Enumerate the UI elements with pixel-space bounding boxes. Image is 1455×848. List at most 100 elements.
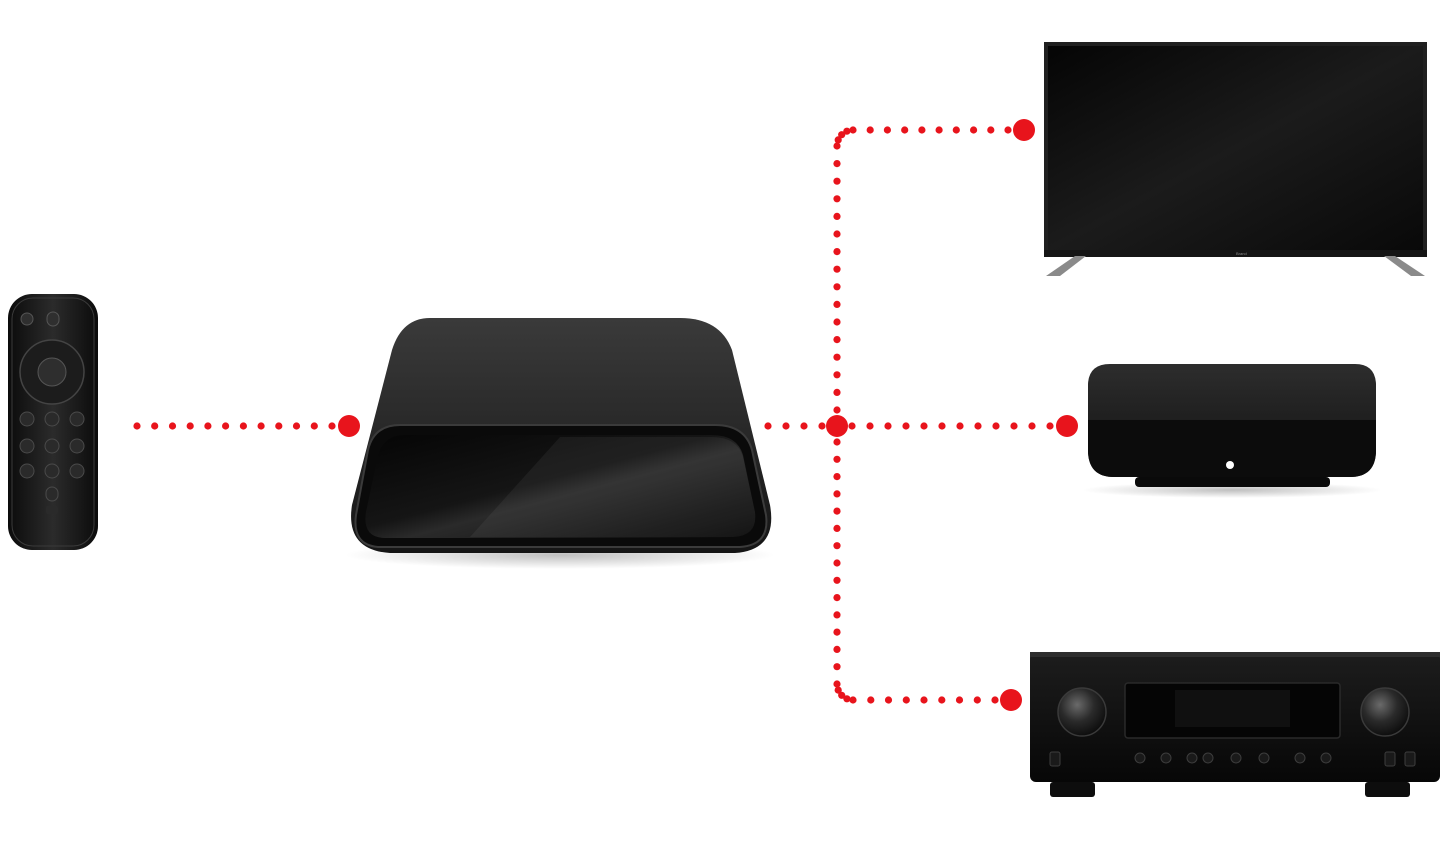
hub-icon <box>345 318 775 569</box>
connection-dot <box>833 542 841 550</box>
endpoint-junction <box>826 415 848 437</box>
connection-dot <box>275 422 283 430</box>
connection-dot <box>133 422 141 430</box>
connection-dot <box>833 524 841 533</box>
connection-dot <box>310 422 318 430</box>
connection-dot <box>833 455 841 463</box>
connection-dot <box>991 696 999 704</box>
connection-dot <box>833 406 841 414</box>
connection-dot <box>1004 126 1012 134</box>
connection-dot <box>833 594 841 602</box>
connection-dot <box>239 422 247 430</box>
connection-dot <box>970 126 978 134</box>
tv-icon: Brand <box>1044 42 1427 276</box>
connection-dot <box>328 422 336 430</box>
connection-dot <box>833 336 841 344</box>
connection-dot <box>833 507 841 515</box>
connection-dot <box>849 696 857 704</box>
connection-dot <box>987 126 995 134</box>
connection-endpoints <box>338 119 1078 711</box>
receiver-icon <box>1030 652 1440 797</box>
connection-dot <box>838 691 846 699</box>
volume-knob-icon <box>1057 687 1107 737</box>
connection-dot <box>935 126 943 134</box>
connection-dot <box>843 127 851 135</box>
endpoint-streaming-box <box>1056 415 1078 437</box>
connection-dot <box>938 422 946 430</box>
connection-dot <box>204 422 212 430</box>
connection-dot <box>974 422 982 430</box>
connection-dot <box>833 265 841 273</box>
connection-dot <box>1046 422 1054 430</box>
tv-brand-label: Brand <box>1236 251 1247 256</box>
connection-dot <box>883 126 892 134</box>
connection-dot <box>1028 422 1036 430</box>
connection-dot <box>992 422 1000 430</box>
connection-dot <box>834 686 842 694</box>
connection-dot <box>222 422 230 430</box>
connection-dot <box>955 696 964 704</box>
connection-dot <box>833 473 841 481</box>
endpoint-tv <box>1013 119 1035 141</box>
selector-knob-icon <box>1360 687 1410 737</box>
connection-dot <box>866 422 874 430</box>
connection-dot <box>833 438 841 446</box>
connection-dot <box>918 126 926 134</box>
connection-dot <box>867 696 875 704</box>
connection-dot <box>833 177 841 185</box>
connection-dot <box>833 142 841 150</box>
connection-dot <box>782 422 790 430</box>
connection-dot <box>168 422 177 430</box>
connection-dot <box>920 422 928 430</box>
connection-dot <box>151 422 159 430</box>
connection-dot <box>833 318 841 326</box>
connection-dot <box>902 696 910 704</box>
connection-dot <box>833 559 841 567</box>
connection-dot <box>833 300 841 308</box>
connection-dot <box>973 696 981 704</box>
connection-dot <box>833 680 841 688</box>
connection-dot <box>938 696 946 704</box>
connection-dot <box>834 136 842 144</box>
connection-dot <box>884 696 893 704</box>
remote-icon <box>8 294 98 550</box>
connection-dot <box>833 490 841 498</box>
connection-dot <box>952 126 960 134</box>
connection-dot <box>866 126 874 134</box>
connection-dot <box>833 212 841 220</box>
connection-dot <box>186 422 194 430</box>
connection-lines <box>133 126 1054 704</box>
connection-dot <box>833 230 841 238</box>
connection-dot <box>833 248 841 256</box>
connection-dot <box>848 422 856 430</box>
connection-dot <box>901 126 909 134</box>
connection-dot <box>838 131 846 139</box>
connection-dot <box>833 283 841 291</box>
connection-dot <box>257 422 265 430</box>
status-light-icon <box>1226 461 1234 469</box>
endpoint-hub-in <box>338 415 360 437</box>
connection-dot <box>833 388 841 396</box>
connection-dot <box>764 422 772 430</box>
connection-dot <box>833 645 841 654</box>
connection-dot <box>956 422 964 430</box>
connection-dot <box>818 422 826 430</box>
connection-dot <box>849 126 857 134</box>
connection-dot <box>920 696 928 704</box>
connection-dot <box>833 160 841 168</box>
connection-dot <box>800 422 808 430</box>
connection-dot <box>292 422 301 430</box>
connection-dot <box>833 195 841 203</box>
connection-dot <box>884 422 892 430</box>
connection-dot <box>833 611 841 619</box>
connection-dot <box>833 371 841 379</box>
connection-dot <box>902 422 910 430</box>
connection-dot <box>833 663 841 671</box>
connection-dot <box>833 628 841 636</box>
connection-dot <box>843 695 851 703</box>
connection-dot <box>1010 422 1018 430</box>
connection-dot <box>833 576 841 584</box>
set-top-box-icon <box>1082 364 1382 498</box>
connection-dot <box>833 353 841 361</box>
